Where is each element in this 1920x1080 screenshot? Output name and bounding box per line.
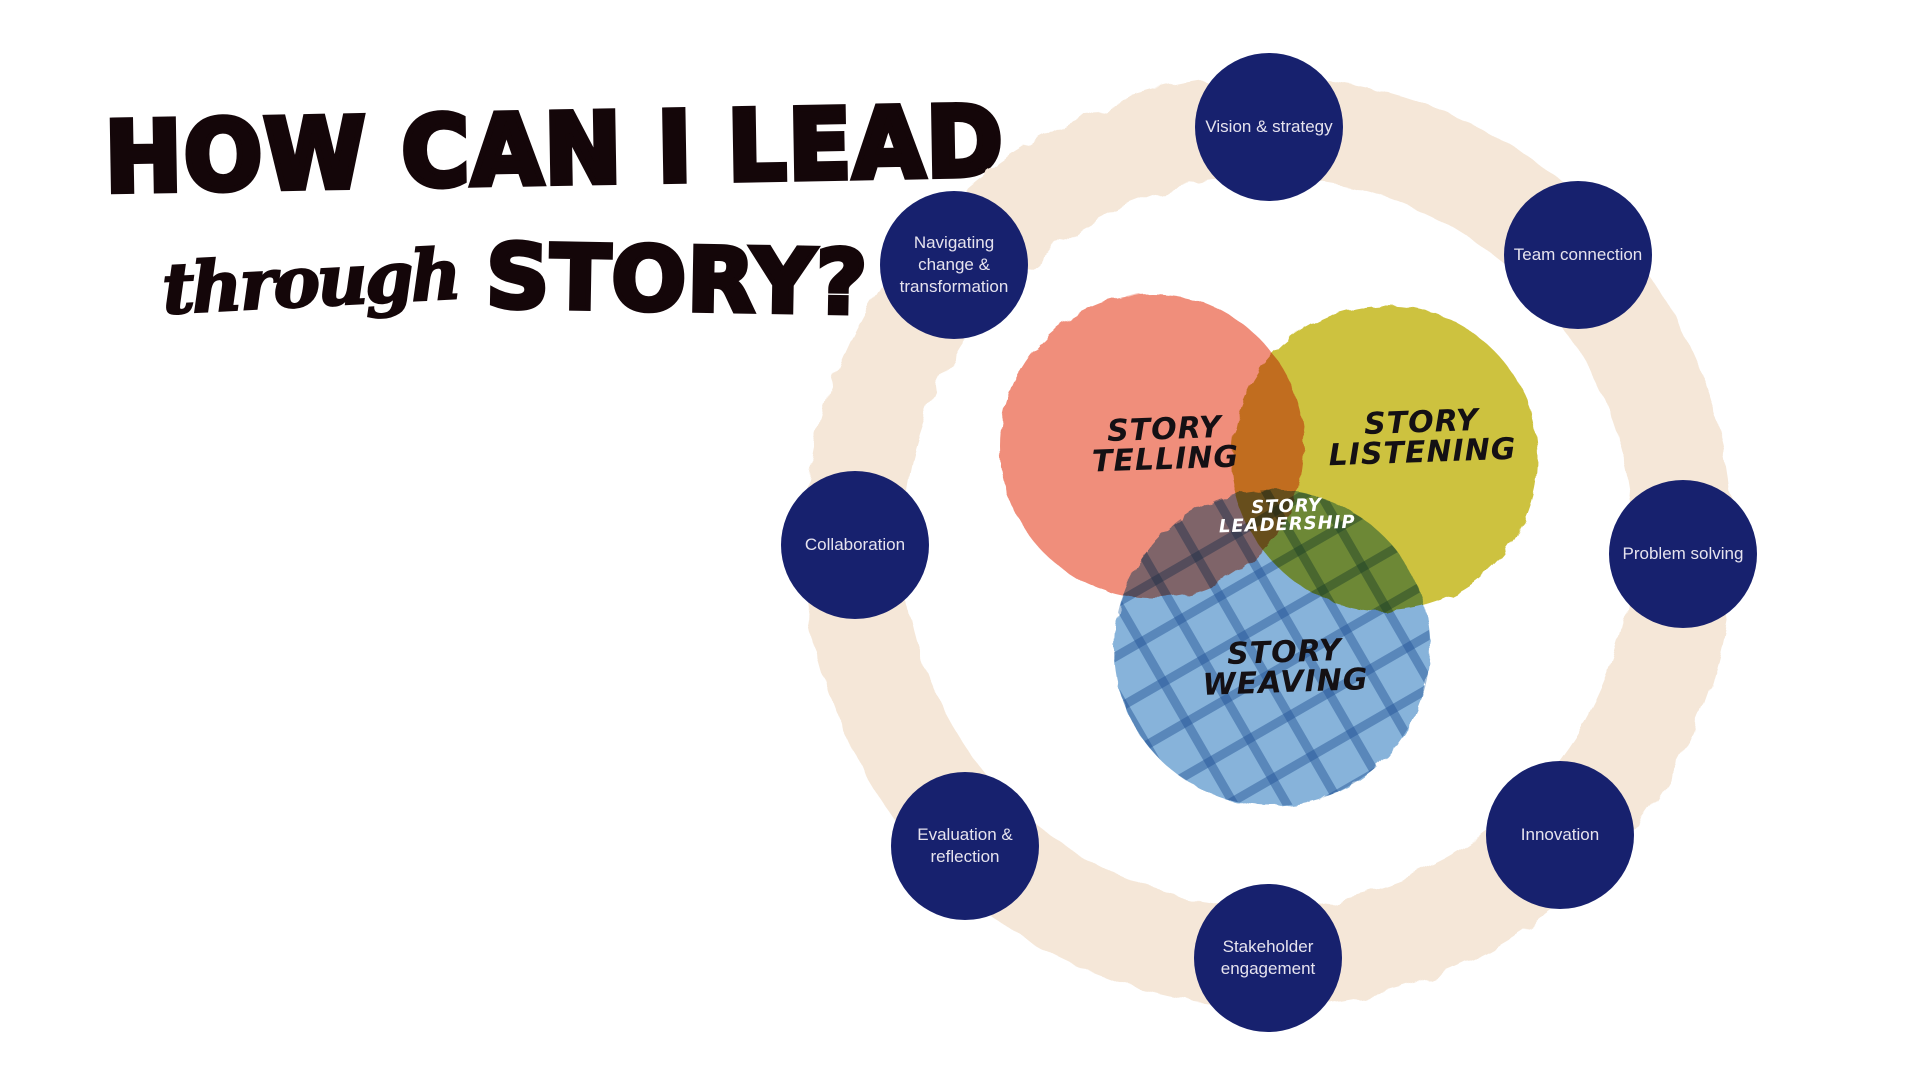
ring-node-innovation[interactable]: Innovation <box>1485 760 1635 910</box>
ring-node-label: Evaluation & reflection <box>917 825 1013 866</box>
ring-node-label: Stakeholder engagement <box>1220 937 1316 978</box>
ring-node-circle <box>1504 181 1652 329</box>
ring-node-label: Navigating change & transformation <box>899 233 1009 296</box>
ring-node-vision-strategy[interactable]: Vision & strategy <box>1194 52 1344 202</box>
storyweaving-label-line2: WEAVING <box>1202 662 1370 703</box>
ring-node-stakeholder-engagement[interactable]: Stakeholder engagement <box>1193 883 1343 1033</box>
ring-node-circle <box>1195 53 1343 201</box>
ring-node-label: Vision & strategy <box>1205 117 1333 136</box>
story-leadership-label: STORY LEADERSHIP <box>1218 495 1356 538</box>
ring-node-label: Problem solving <box>1622 544 1744 563</box>
story-leadership-label-line2: LEADERSHIP <box>1218 511 1356 538</box>
storylistening-label: STORY LISTENING <box>1327 403 1517 474</box>
ring-node-collaboration[interactable]: Collaboration <box>780 470 930 620</box>
ring-node-circle <box>891 772 1039 920</box>
ring-node-label: Innovation <box>1520 825 1600 844</box>
ring-node-circle <box>781 471 929 619</box>
ring-node-label: Team connection <box>1513 245 1643 264</box>
ring-node-circle <box>1194 884 1342 1032</box>
ring-node-circle <box>1486 761 1634 909</box>
ring-node-problem-solving[interactable]: Problem solving <box>1608 479 1758 629</box>
ring-node-circle <box>880 191 1028 339</box>
ring-node-evaluation-reflection[interactable]: Evaluation & reflection <box>890 771 1040 921</box>
ring-node-circles <box>781 53 1757 1032</box>
storyweaving-plaid <box>1114 490 1430 806</box>
ring-node-team-connection[interactable]: Team connection <box>1503 180 1653 330</box>
ring-node-navigating-change[interactable]: Navigating change & transformation <box>879 190 1029 340</box>
storyweaving-label: STORY WEAVING <box>1201 633 1370 703</box>
storytelling-label-line2: TELLING <box>1091 439 1240 480</box>
ring-node-circle <box>1609 480 1757 628</box>
ring-node-label: Collaboration <box>804 535 906 554</box>
venn-diagram <box>1000 294 1538 806</box>
storytelling-label: STORY TELLING <box>1090 410 1240 480</box>
storylistening-label-line2: LISTENING <box>1328 431 1517 474</box>
